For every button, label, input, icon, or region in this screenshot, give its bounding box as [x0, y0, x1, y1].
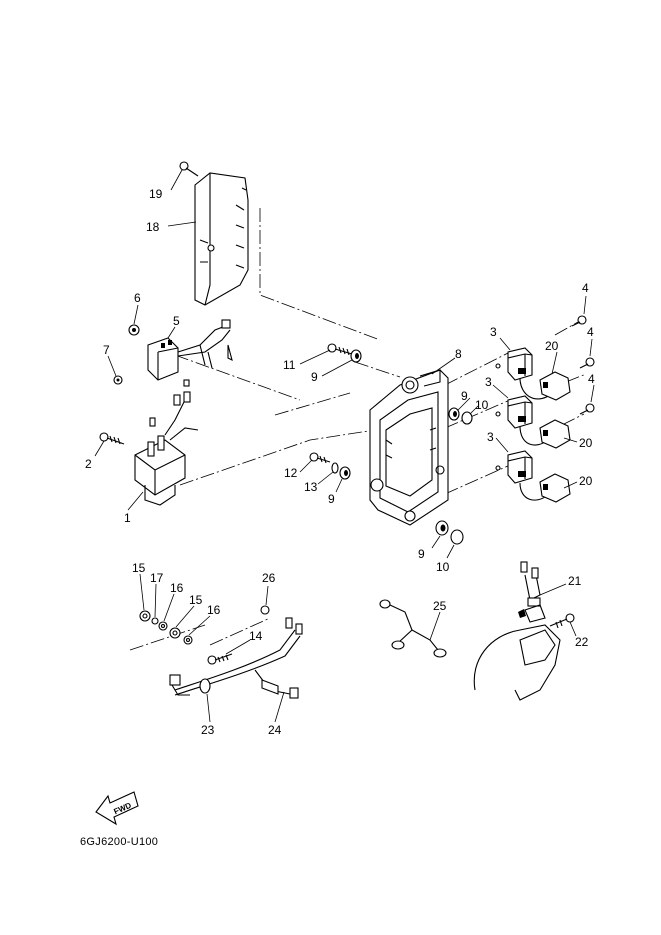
part-9-grommet-bottom: [435, 520, 449, 536]
callout-7: 7: [103, 343, 110, 357]
part-3-ignition-coil-mid: [495, 395, 549, 446]
part-15-nut-b: [169, 627, 181, 639]
callout-5: 5: [173, 314, 180, 328]
callout-1: 1: [124, 511, 131, 525]
part-22-bolt: [549, 613, 575, 629]
part-3-ignition-coil-top: [495, 347, 551, 400]
callout-12: 12: [284, 466, 298, 480]
callout-15-a: 15: [132, 561, 146, 575]
engine-outline: [473, 624, 561, 701]
part-1-cdi-unit: [134, 391, 199, 506]
fwd-arrow-icon: FWD: [95, 791, 139, 826]
callout-4-top: 4: [582, 281, 589, 295]
assembly-lines: [129, 208, 587, 651]
callout-26: 26: [262, 571, 276, 585]
callout-2: 2: [85, 457, 92, 471]
callout-3-bottom: 3: [487, 430, 494, 444]
callout-18: 18: [146, 220, 160, 234]
part-4-screw-mid: [579, 357, 595, 369]
callout-21: 21: [568, 574, 582, 588]
part-19-screw: [179, 161, 199, 177]
part-20-plug-cap-bottom: [539, 473, 571, 503]
callout-25: 25: [433, 599, 447, 613]
part-2-bolt: [99, 432, 125, 445]
part-13-washer: [331, 462, 339, 474]
part-3-ignition-coil-bottom: [495, 450, 549, 501]
callout-8: 8: [455, 347, 462, 361]
part-9-grommet-left: [339, 466, 351, 480]
part-7-bolt: [113, 375, 123, 385]
callout-16-b: 16: [207, 603, 221, 617]
part-11-bolt: [327, 343, 353, 356]
callout-15-b: 15: [189, 593, 203, 607]
part-16-washer-a: [158, 621, 168, 631]
callout-9-top: 9: [311, 370, 318, 384]
callout-9-bottom: 9: [418, 547, 425, 561]
callout-24: 24: [268, 723, 282, 737]
callout-6: 6: [134, 291, 141, 305]
part-10-collar-mid: [461, 411, 473, 425]
callout-9-mid: 9: [461, 389, 468, 403]
part-5-unit: [147, 319, 233, 387]
callout-4-bottom: 4: [588, 372, 595, 386]
callout-10-mid: 10: [475, 398, 489, 412]
part-14-stud: [207, 653, 233, 665]
part-23-wire-harness: [169, 617, 303, 696]
callout-numbers: 19 18 6 5 7 2 1 11 9 8 9 10 12 13 9 9 10…: [85, 187, 595, 737]
callout-3-top: 3: [490, 325, 497, 339]
callout-10-bottom: 10: [436, 560, 450, 574]
callout-17: 17: [150, 571, 164, 585]
part-12-bolt: [309, 452, 331, 464]
callout-13: 13: [304, 480, 318, 494]
part-15-nut-a: [139, 610, 151, 622]
part-16-washer-b: [183, 635, 193, 645]
callout-23: 23: [201, 723, 215, 737]
part-4-screw-top: [571, 315, 587, 327]
leader-lines: [94, 169, 595, 723]
callout-22: 22: [575, 635, 589, 649]
part-6-bolt: [128, 324, 140, 336]
part-17-washer: [151, 617, 159, 625]
callout-20-top: 20: [545, 339, 559, 353]
part-18-cover: [194, 172, 249, 306]
part-24-connector: [254, 669, 299, 699]
part-20-plug-cap-top: [539, 371, 571, 401]
part-21-sensor: [518, 561, 546, 623]
diagram-code: 6GJ6200-U100: [80, 836, 159, 848]
callout-11: 11: [283, 358, 296, 372]
callout-16-a: 16: [170, 581, 184, 595]
callout-14: 14: [249, 629, 263, 643]
callout-3-mid: 3: [485, 375, 492, 389]
callout-9-left: 9: [328, 492, 335, 506]
callout-20-mid: 20: [579, 436, 593, 450]
part-8-bracket-plate: [369, 369, 449, 526]
part-26-grommet: [260, 605, 270, 615]
part-9-grommet-mid: [448, 407, 460, 421]
callout-19: 19: [149, 187, 163, 201]
callout-4-mid: 4: [587, 325, 594, 339]
callout-20-bottom: 20: [579, 474, 593, 488]
part-20-plug-cap-mid: [539, 419, 571, 449]
part-9-grommet-top: [350, 349, 362, 363]
part-10-collar-bottom: [450, 529, 464, 545]
part-4-screw-bottom: [579, 403, 595, 415]
